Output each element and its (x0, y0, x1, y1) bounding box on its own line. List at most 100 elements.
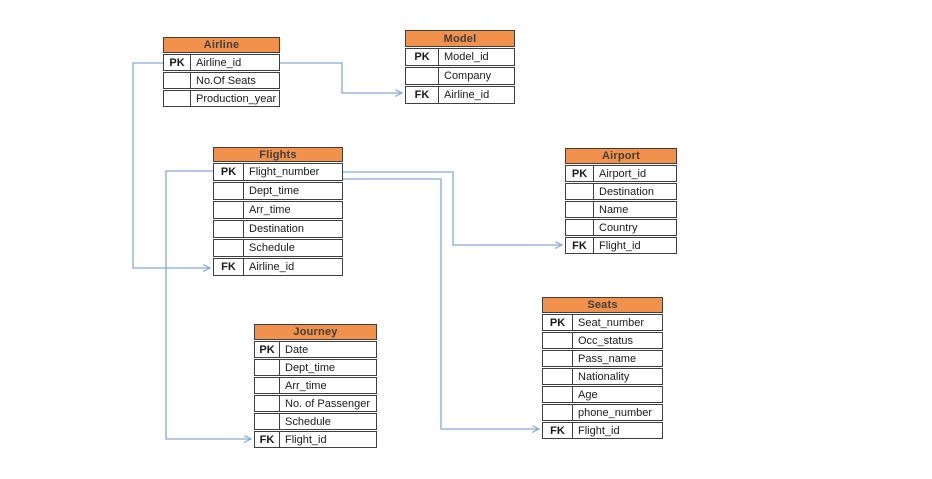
key-cell-pk: PK (566, 166, 594, 181)
key-cell-pk: PK (214, 164, 244, 180)
table-row: FK Flight_id (254, 431, 377, 448)
table-row: phone_number (542, 404, 663, 421)
field-name: Flight_number (249, 166, 320, 178)
field-name: Production_year (196, 92, 277, 105)
table-row: PK Model_id (405, 48, 515, 66)
field-name: Airline_id (196, 56, 242, 69)
key-cell-fk: FK (255, 432, 280, 447)
key-cell-fk: FK (566, 238, 594, 253)
field-name: Flight_id (578, 424, 620, 437)
key-cell-empty (214, 202, 244, 218)
field-name: Country (599, 221, 638, 234)
key-cell-fk: FK (214, 259, 244, 275)
key-cell-empty (406, 68, 439, 84)
key-cell-pk: PK (543, 315, 573, 330)
table-row: Schedule (213, 239, 343, 257)
key-cell-empty (566, 202, 594, 217)
field-name: Seat_number (578, 316, 645, 329)
table-row: Country (565, 219, 677, 236)
field-name: phone_number (578, 406, 653, 419)
field-name: No. of Passenger (285, 397, 370, 410)
table-header-flights: Flights (213, 147, 343, 162)
field-name: Arr_time (249, 204, 291, 216)
table-header-airport: Airport (565, 148, 677, 164)
field-name: Schedule (249, 242, 295, 254)
field-name: Flight_id (285, 433, 327, 446)
table-row: Name (565, 201, 677, 218)
table-row: PK Airport_id (565, 165, 677, 182)
field-name: Destination (249, 223, 305, 235)
field-name: Model_id (444, 51, 489, 63)
field-name: No.Of Seats (196, 74, 256, 87)
table-row: FK Airline_id (213, 258, 343, 276)
key-cell-empty (543, 387, 573, 402)
table-row: PK Seat_number (542, 314, 663, 331)
key-cell-empty (543, 333, 573, 348)
table-row: Arr_time (213, 201, 343, 219)
key-cell-empty (566, 220, 594, 235)
key-cell-empty (543, 405, 573, 420)
key-cell-pk: PK (255, 342, 280, 357)
field-name: Company (444, 70, 492, 82)
key-cell-pk: PK (406, 49, 439, 65)
table-row: PK Airline_id (163, 54, 280, 71)
key-cell-empty (214, 183, 244, 199)
key-cell-pk: PK (164, 55, 191, 70)
table-row: Arr_time (254, 377, 377, 394)
table-header-model: Model (405, 30, 515, 47)
field-name: Pass_name (578, 352, 637, 365)
field-name: Nationality (578, 370, 630, 383)
table-row: PK Date (254, 341, 377, 358)
field-name: Airline_id (444, 89, 490, 101)
key-cell-fk: FK (543, 423, 573, 438)
field-name: Destination (599, 185, 655, 198)
table-header-journey: Journey (254, 324, 377, 340)
table-row: Destination (213, 220, 343, 238)
table-header-seats: Seats (542, 297, 663, 313)
field-name: Date (285, 343, 309, 356)
key-cell-empty (214, 240, 244, 256)
key-cell-empty (543, 351, 573, 366)
key-cell-empty (255, 414, 280, 429)
key-cell-empty (255, 396, 280, 411)
table-row: Production_year (163, 90, 280, 107)
table-row: No.Of Seats (163, 72, 280, 89)
field-name: Flight_id (599, 239, 641, 252)
relationship-connector-flights-to-airport (343, 171, 562, 245)
key-cell-empty (255, 360, 280, 375)
table-row: Company (405, 67, 515, 85)
table-row: FK Airline_id (405, 86, 515, 104)
field-name: Arr_time (285, 379, 327, 392)
field-name: Dept_time (249, 185, 300, 197)
table-row: PK Flight_number (213, 163, 343, 181)
field-name: Occ_status (578, 334, 634, 347)
table-header-airline: Airline (163, 37, 280, 53)
key-cell-empty (214, 221, 244, 237)
table-row: Dept_time (254, 359, 377, 376)
key-cell-empty (255, 378, 280, 393)
key-cell-empty (543, 369, 573, 384)
key-cell-fk: FK (406, 87, 439, 103)
table-row: Pass_name (542, 350, 663, 367)
table-row: Age (542, 386, 663, 403)
key-cell-empty (566, 184, 594, 199)
field-name: Schedule (285, 415, 331, 428)
table-row: Schedule (254, 413, 377, 430)
field-name: Dept_time (285, 361, 336, 374)
field-name: Airline_id (249, 261, 295, 273)
table-row: FK Flight_id (565, 237, 677, 254)
table-row: Dept_time (213, 182, 343, 200)
table-row: Nationality (542, 368, 663, 385)
table-row: No. of Passenger (254, 395, 377, 412)
field-name: Airport_id (599, 167, 647, 180)
key-cell-empty (164, 91, 191, 106)
relationship-connector-airline-to-model (280, 62, 402, 93)
table-row: Destination (565, 183, 677, 200)
field-name: Name (599, 203, 629, 216)
